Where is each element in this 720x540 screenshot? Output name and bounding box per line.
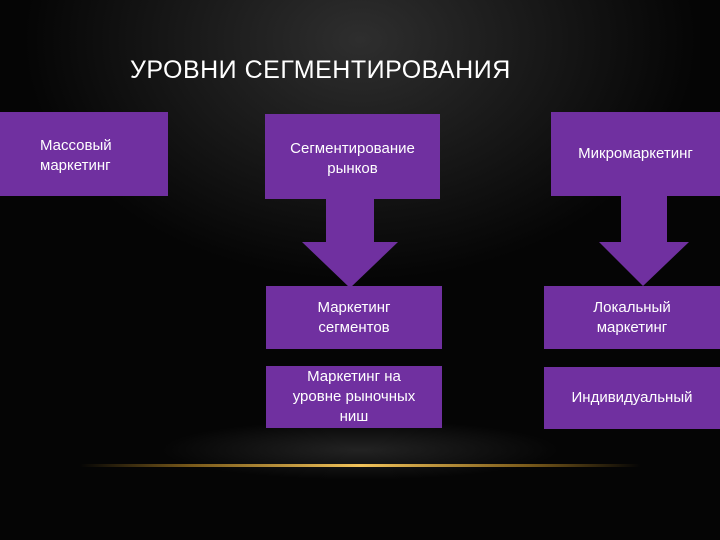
box-local-marketing-label: Локальный маркетинг	[593, 298, 671, 336]
box-niche-marketing: Маркетинг на уровне рыночных ниш	[266, 366, 442, 428]
box-segment-marketing: Маркетинг сегментов	[266, 286, 442, 349]
box-mass-marketing-label: Массовый маркетинг	[40, 137, 112, 174]
box-niche-marketing-label: Маркетинг на уровне рыночных ниш	[292, 368, 416, 425]
floor-glow	[160, 420, 560, 480]
arrow-segmentation-down	[302, 198, 398, 288]
box-local-marketing: Локальный маркетинг	[544, 286, 720, 349]
box-individual-marketing: Индивидуальный	[544, 367, 720, 429]
box-micromarketing-label: Микромаркетинг	[578, 145, 693, 162]
box-market-segmentation: Сегментирование рынков	[265, 114, 440, 199]
box-segment-marketing-label: Маркетинг сегментов	[317, 298, 391, 336]
box-individual-marketing-label: Индивидуальный	[571, 389, 693, 406]
box-mass-marketing: Массовый маркетинг	[0, 112, 168, 196]
arrow-micromarketing-down	[599, 196, 689, 286]
slide-title: УРОВНИ СЕГМЕНТИРОВАНИЯ	[130, 56, 511, 84]
box-micromarketing: Микромаркетинг	[551, 112, 720, 196]
box-market-segmentation-label: Сегментирование рынков	[290, 140, 415, 177]
accent-line	[80, 464, 640, 467]
